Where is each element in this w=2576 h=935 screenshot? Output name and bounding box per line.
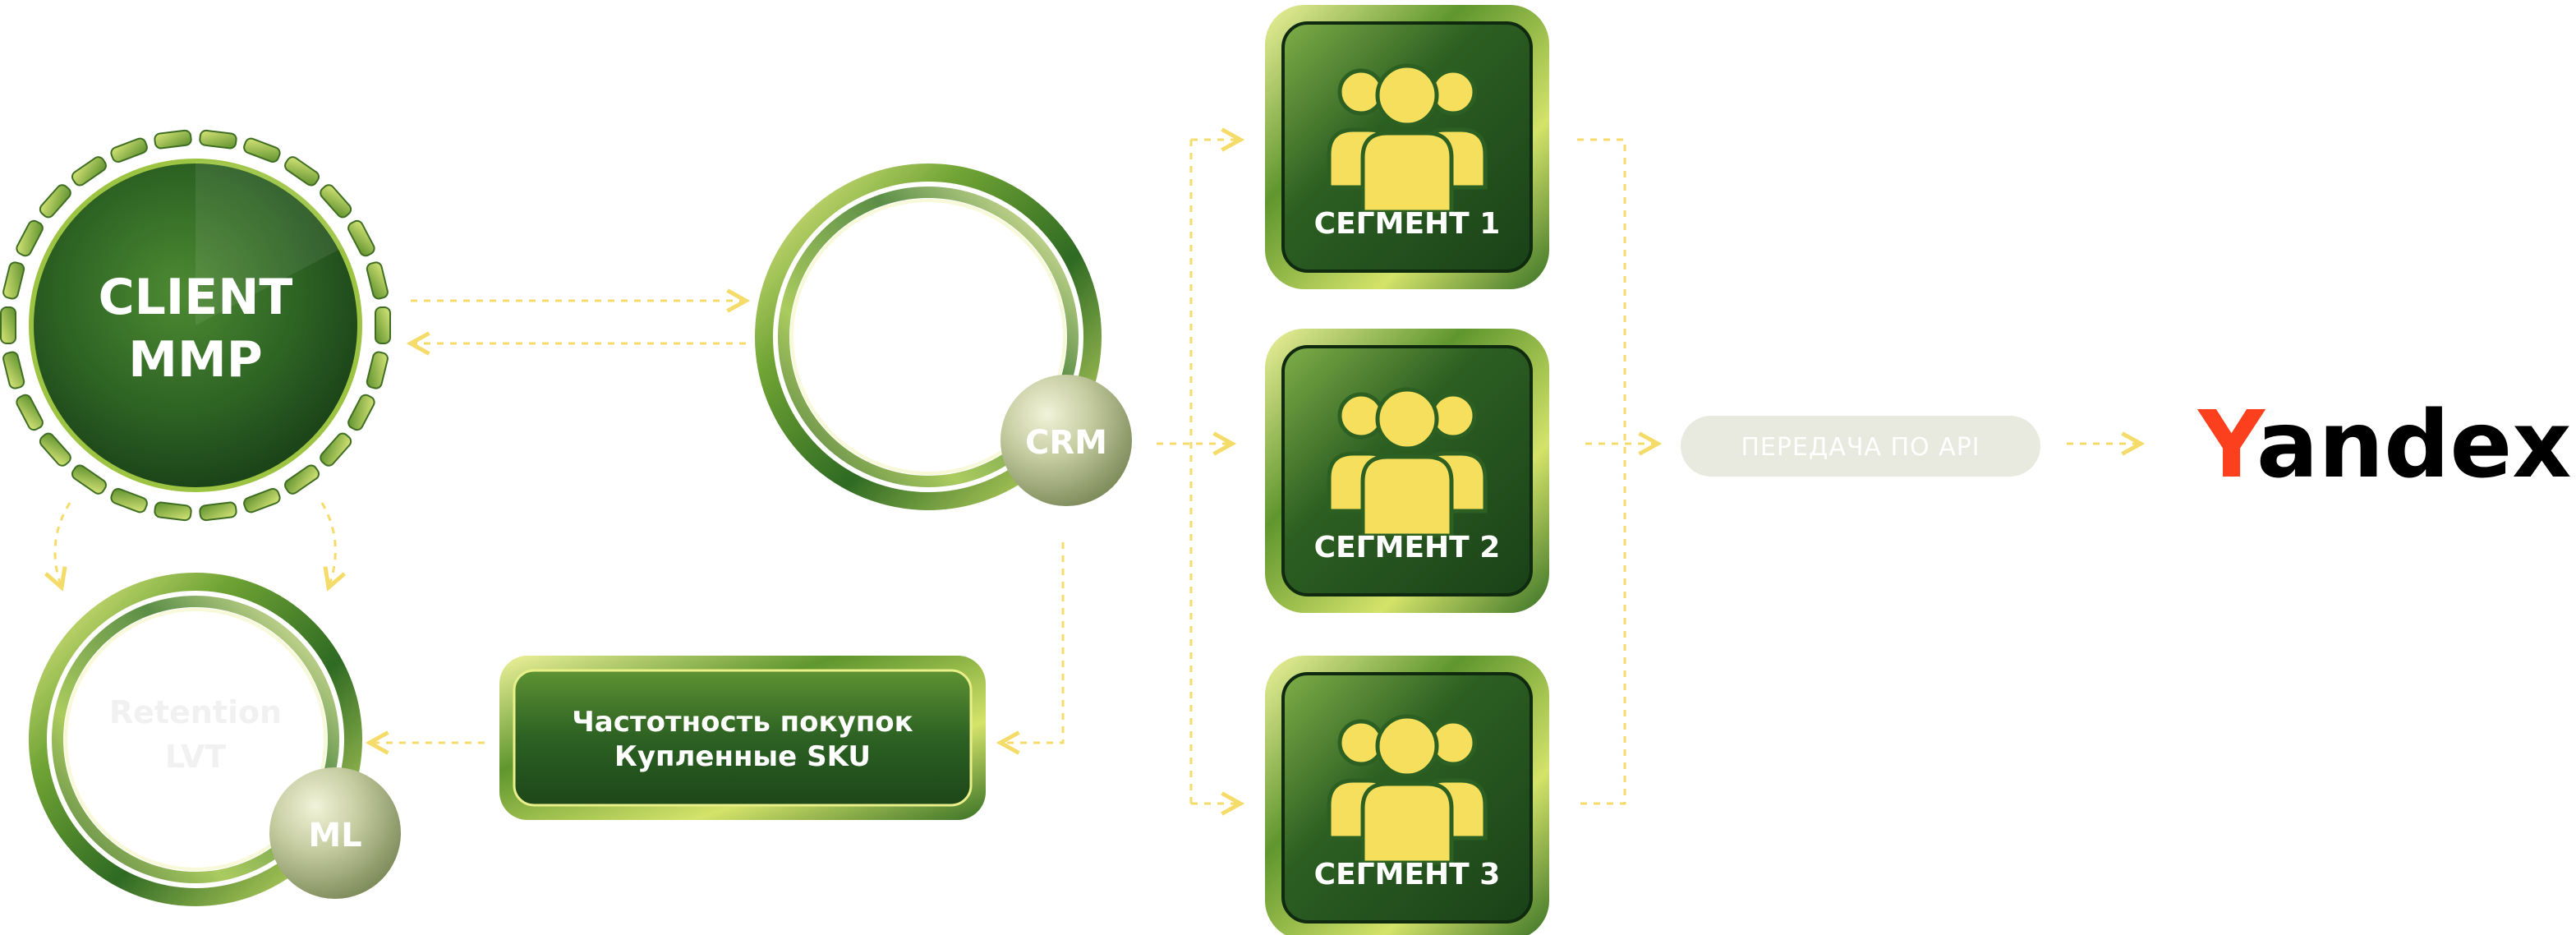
client-mmp-ring-segment	[71, 464, 107, 495]
client-mmp-ring-segment	[39, 432, 71, 467]
client-mmp-ring-segment	[110, 137, 148, 164]
crm-ring-inner	[778, 187, 1079, 487]
client-mmp-node: CLIENT MMP	[0, 129, 391, 522]
ml-ring-outer	[29, 573, 362, 906]
ml-badge	[269, 767, 401, 899]
segment-label: СЕГМЕНТ 2	[1314, 531, 1501, 564]
client-mmp-ring-segment	[347, 394, 375, 431]
api-transfer-node: ПЕРЕДАЧА ПО API	[1681, 416, 2040, 477]
client-mmp-ring-segment	[110, 487, 148, 514]
client-mmp-ring-segment	[199, 129, 237, 150]
client-mmp-ring-segment	[366, 261, 389, 300]
client-mmp-ring-segment	[0, 306, 16, 344]
yandex-logo-y: Y	[2196, 392, 2266, 499]
client-mmp-ring-segment	[375, 306, 391, 344]
arrow-client-to-ml-left	[55, 502, 71, 587]
client-mmp-disk	[29, 159, 362, 492]
ml-ring-glow	[64, 608, 327, 871]
client-mmp-ring-segment	[154, 501, 192, 522]
ml-node: Retention LVT ML	[29, 573, 401, 906]
ml-faint-line2: LVT	[165, 739, 226, 775]
arrow-crm-to-purchase-info	[1000, 542, 1065, 743]
client-mmp-ring-segment	[39, 184, 71, 219]
yandex-logo: Yandex	[2196, 392, 2572, 499]
crm-badge	[1000, 375, 1132, 506]
purchase-info-box: Частотность покупок Купленные SKU	[499, 656, 986, 820]
api-transfer-label: ПЕРЕДАЧА ПО API	[1741, 433, 1980, 462]
client-mmp-ring-segment	[366, 351, 389, 389]
segments-bracket-right	[1577, 138, 1626, 805]
client-mmp-ring-segment	[2, 261, 25, 300]
client-mmp-ring-segment	[16, 219, 44, 257]
client-mmp-line2: MMP	[128, 331, 262, 389]
purchase-info-line1: Частотность покупок	[572, 706, 913, 739]
segment-tile-3: СЕГМЕНТ 3	[1265, 656, 1549, 935]
segment-tile-2: СЕГМЕНТ 2	[1265, 329, 1549, 613]
client-mmp-ring-segment	[284, 464, 320, 495]
yandex-logo-text: Yandex	[2196, 392, 2572, 499]
crm-ring-outer	[755, 164, 1102, 510]
people-group-icon	[1327, 387, 1488, 538]
segment-tile-1: СЕГМЕНТ 1	[1265, 5, 1549, 289]
ml-ring-inner	[52, 596, 339, 883]
client-mmp-ring-segment	[284, 156, 320, 187]
purchase-info-line2: Купленные SKU	[614, 740, 871, 773]
people-group-icon	[1327, 714, 1488, 865]
purchase-info-panel	[513, 669, 973, 807]
ml-faint-line1: Retention	[109, 694, 282, 730]
client-mmp-ring-segment	[320, 184, 352, 219]
ml-badge-label: ML	[308, 817, 361, 854]
segment-label: СЕГМЕНТ 3	[1314, 858, 1501, 891]
client-mmp-ring-segment	[71, 156, 107, 187]
client-mmp-ring-segment	[243, 137, 281, 164]
client-mmp-ring-segment	[320, 432, 352, 467]
arrow-client-to-ml-right	[320, 502, 335, 587]
client-mmp-dashed-ring	[0, 129, 391, 522]
client-mmp-ring-segment	[347, 219, 375, 257]
segment-label: СЕГМЕНТ 1	[1314, 207, 1501, 241]
client-mmp-ring-segment	[243, 487, 281, 514]
client-mmp-ring-segment	[16, 394, 44, 431]
client-mmp-ring-segment	[199, 501, 237, 522]
api-transfer-pill	[1681, 416, 2040, 477]
crm-node: CRM	[755, 164, 1132, 510]
client-mmp-ring-segment	[154, 129, 192, 150]
client-mmp-highlight	[196, 160, 345, 325]
client-mmp-line1: CLIENT	[99, 269, 293, 326]
crm-badge-label: CRM	[1025, 424, 1107, 462]
connectors	[55, 140, 2141, 804]
yandex-logo-rest: andex	[2256, 392, 2572, 499]
segments: СЕГМЕНТ 1 СЕГМЕНТ 2 СЕГМЕНТ 3	[1265, 5, 1549, 935]
client-mmp-ring-segment	[2, 351, 25, 389]
people-group-icon	[1327, 63, 1488, 214]
crm-ring-glow	[790, 199, 1066, 475]
